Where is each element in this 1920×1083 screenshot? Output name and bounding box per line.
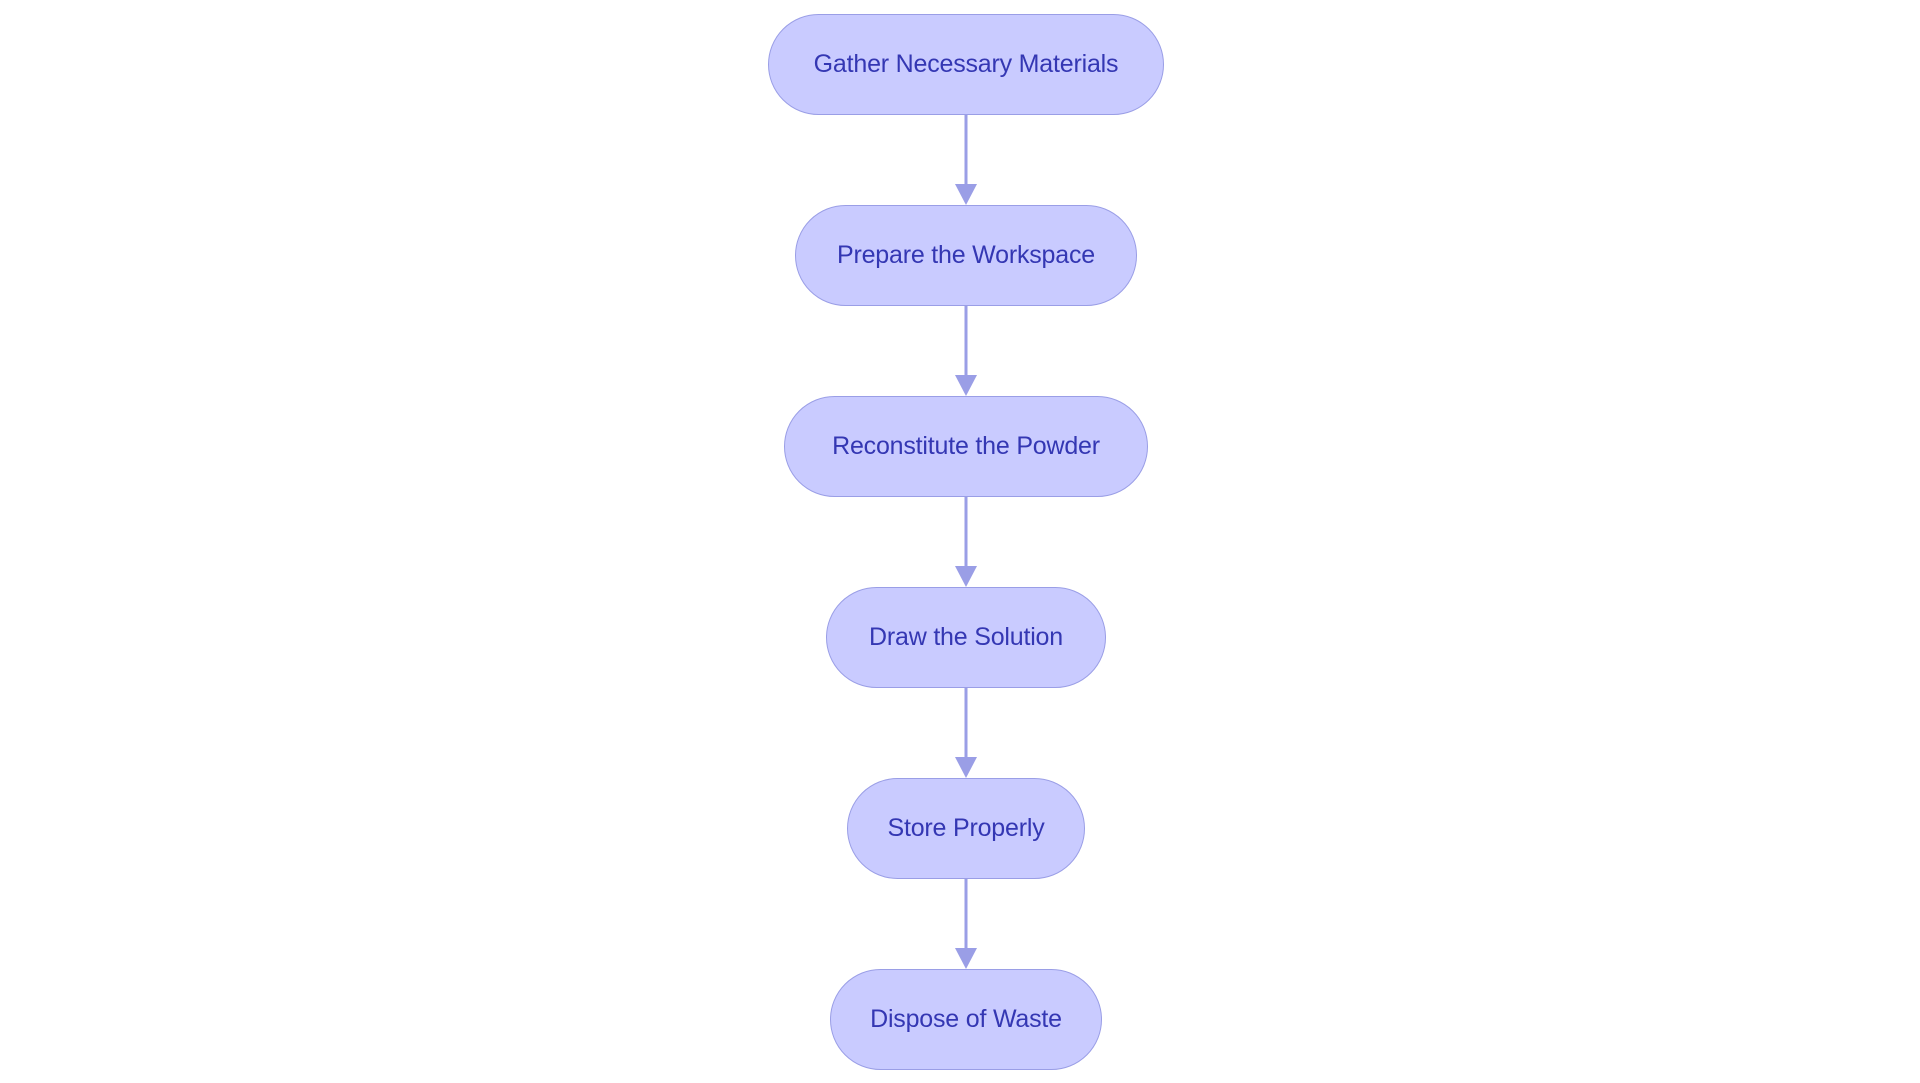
node-draw-the-solution: Draw the Solution	[826, 587, 1106, 688]
arrowhead	[955, 948, 977, 969]
node-label: Gather Necessary Materials	[813, 50, 1119, 78]
arrowhead	[955, 757, 977, 778]
edge-arrow	[955, 879, 977, 969]
node-dispose-of-waste: Dispose of Waste	[830, 969, 1102, 1070]
edge-arrow	[955, 688, 977, 778]
node-label: Store Properly	[887, 814, 1045, 842]
arrowhead	[955, 566, 977, 587]
edge-arrow	[955, 115, 977, 205]
node-prepare-the-workspace: Prepare the Workspace	[795, 205, 1137, 306]
node-store-properly: Store Properly	[847, 778, 1085, 879]
node-label: Draw the Solution	[869, 623, 1063, 651]
node-reconstitute-the-powder: Reconstitute the Powder	[784, 396, 1148, 497]
node-label: Dispose of Waste	[870, 1005, 1062, 1033]
node-gather-necessary-materials: Gather Necessary Materials	[768, 14, 1164, 115]
node-label: Reconstitute the Powder	[832, 432, 1100, 460]
edge-arrow	[955, 306, 977, 396]
node-label: Prepare the Workspace	[837, 241, 1095, 269]
edge-arrow	[955, 497, 977, 587]
arrowhead	[955, 375, 977, 396]
arrowhead	[955, 184, 977, 205]
